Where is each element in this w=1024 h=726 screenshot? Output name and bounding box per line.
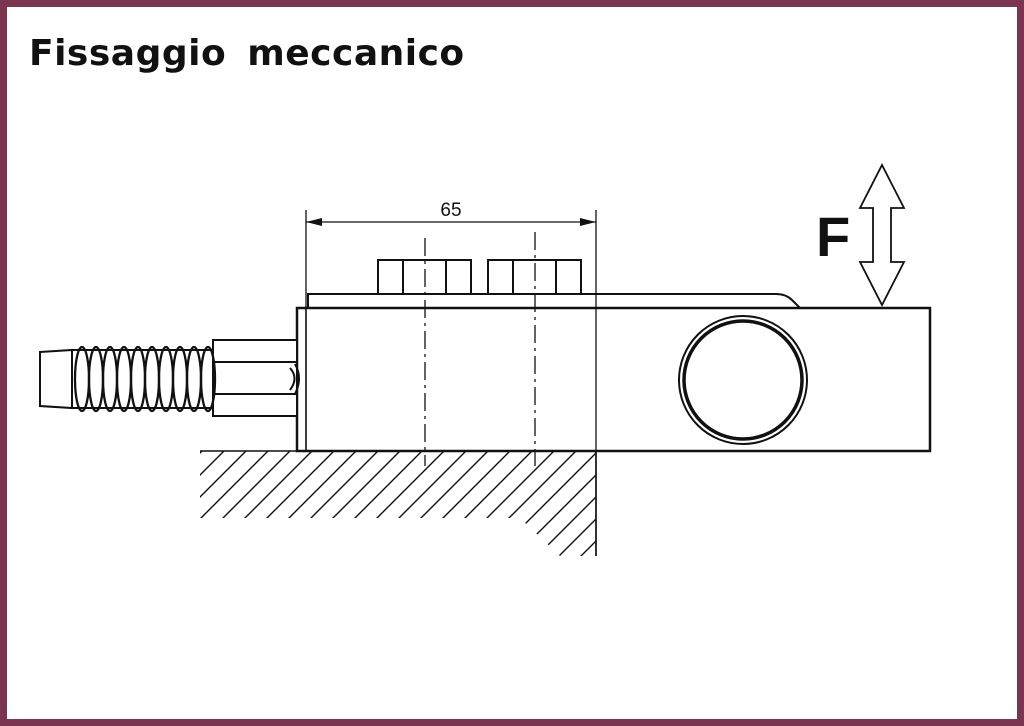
cable-spring — [73, 345, 217, 413]
hatch-line — [311, 451, 423, 556]
hatch-line — [200, 451, 247, 556]
hatch-line — [200, 451, 269, 556]
hatch-line — [575, 451, 596, 556]
dimension-65 — [305, 210, 597, 556]
hatch-line — [201, 451, 313, 556]
cable-gland — [212, 339, 300, 417]
hatch-line — [200, 451, 291, 556]
hatch-line — [223, 451, 335, 556]
hatch-line — [443, 451, 555, 556]
spring-coil — [157, 345, 175, 413]
hatch-line — [399, 451, 511, 556]
dimension-label: 65 — [440, 200, 461, 221]
bolt-centerlines — [424, 232, 536, 466]
hatch-line — [267, 451, 379, 556]
hatch-line — [200, 451, 225, 556]
hatch-line — [200, 451, 203, 556]
spring-coil — [199, 345, 217, 413]
spring-coil — [143, 345, 161, 413]
hatch-line — [377, 451, 489, 556]
force-label: F — [816, 205, 850, 268]
load-hole — [678, 315, 808, 445]
bolt-heads — [377, 259, 582, 295]
hatch-line — [333, 451, 445, 556]
cable-tail — [39, 348, 212, 410]
spring-coil — [129, 345, 147, 413]
hatch-line — [355, 451, 467, 556]
hatch-line — [245, 451, 357, 556]
hatch-line — [598, 451, 708, 561]
hatch-line — [487, 451, 596, 556]
spring-coil — [171, 345, 189, 413]
hatch-line — [70, 451, 180, 561]
spring-coil — [87, 345, 105, 413]
spring-coil — [101, 345, 119, 413]
hatch-line — [289, 451, 401, 556]
force-arrow-icon — [858, 163, 906, 307]
spring-coil — [73, 345, 91, 413]
hatch-line — [465, 451, 577, 556]
spring-coil — [115, 345, 133, 413]
hatch-line — [553, 451, 596, 556]
page-title: Fissaggio meccanico — [29, 33, 465, 74]
hatch-line — [509, 451, 596, 556]
hatch-line — [421, 451, 533, 556]
load-cell-body — [295, 293, 932, 453]
spring-coil — [185, 345, 203, 413]
ground-hatching — [70, 450, 708, 561]
hatch-line — [531, 451, 596, 556]
